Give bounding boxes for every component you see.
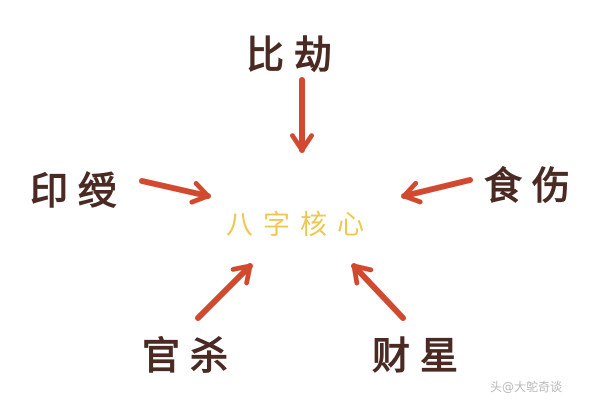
arrow-left xyxy=(139,178,211,205)
arrow-bottom-right xyxy=(351,263,406,321)
arrow-bottom-left xyxy=(195,263,253,321)
arrow-right xyxy=(401,177,473,205)
node-shishang: 食伤 xyxy=(484,164,581,208)
node-caixing: 财星 xyxy=(372,334,469,378)
center-label: 八字核心 xyxy=(226,210,374,241)
watermark: 头@大鸵奇谈 xyxy=(490,380,563,394)
node-guansha: 官杀 xyxy=(142,334,239,378)
node-yinshou: 印绶 xyxy=(30,169,127,213)
node-bijie: 比劫 xyxy=(246,33,343,77)
